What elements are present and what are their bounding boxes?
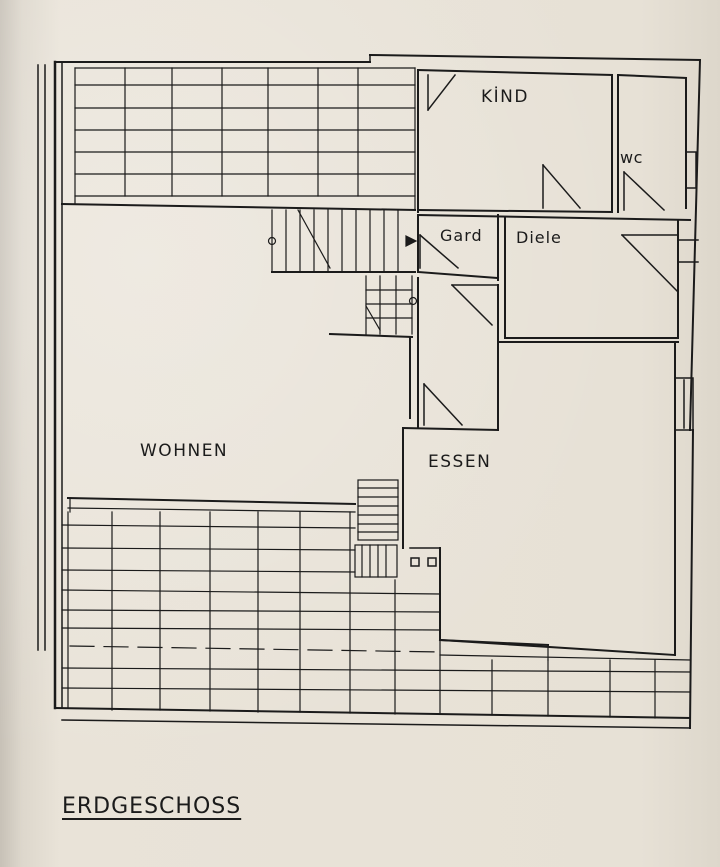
room-label-gard: Gard <box>440 226 483 245</box>
room-label-essen: ESSEN <box>428 452 492 472</box>
outer-walls <box>37 53 702 730</box>
gard-diele-walls <box>416 214 699 339</box>
corridor-walls <box>401 277 679 549</box>
stair-lower <box>328 275 418 339</box>
room-label-wc: wc <box>620 148 643 167</box>
wc-walls <box>616 73 697 213</box>
stair-upper <box>267 209 418 273</box>
kind-room-walls <box>416 68 692 222</box>
stair-wohnen <box>354 479 399 578</box>
plan-title: ERDGESCHOSS <box>62 794 242 819</box>
lower-terrace-grid <box>61 496 691 719</box>
room-label-kind: KİND <box>481 87 529 107</box>
room-label-wohnen: WOHNEN <box>140 441 229 461</box>
upper-terrace-grid <box>60 67 417 212</box>
essen-walls <box>409 341 694 657</box>
room-label-diele: Diele <box>516 228 562 247</box>
